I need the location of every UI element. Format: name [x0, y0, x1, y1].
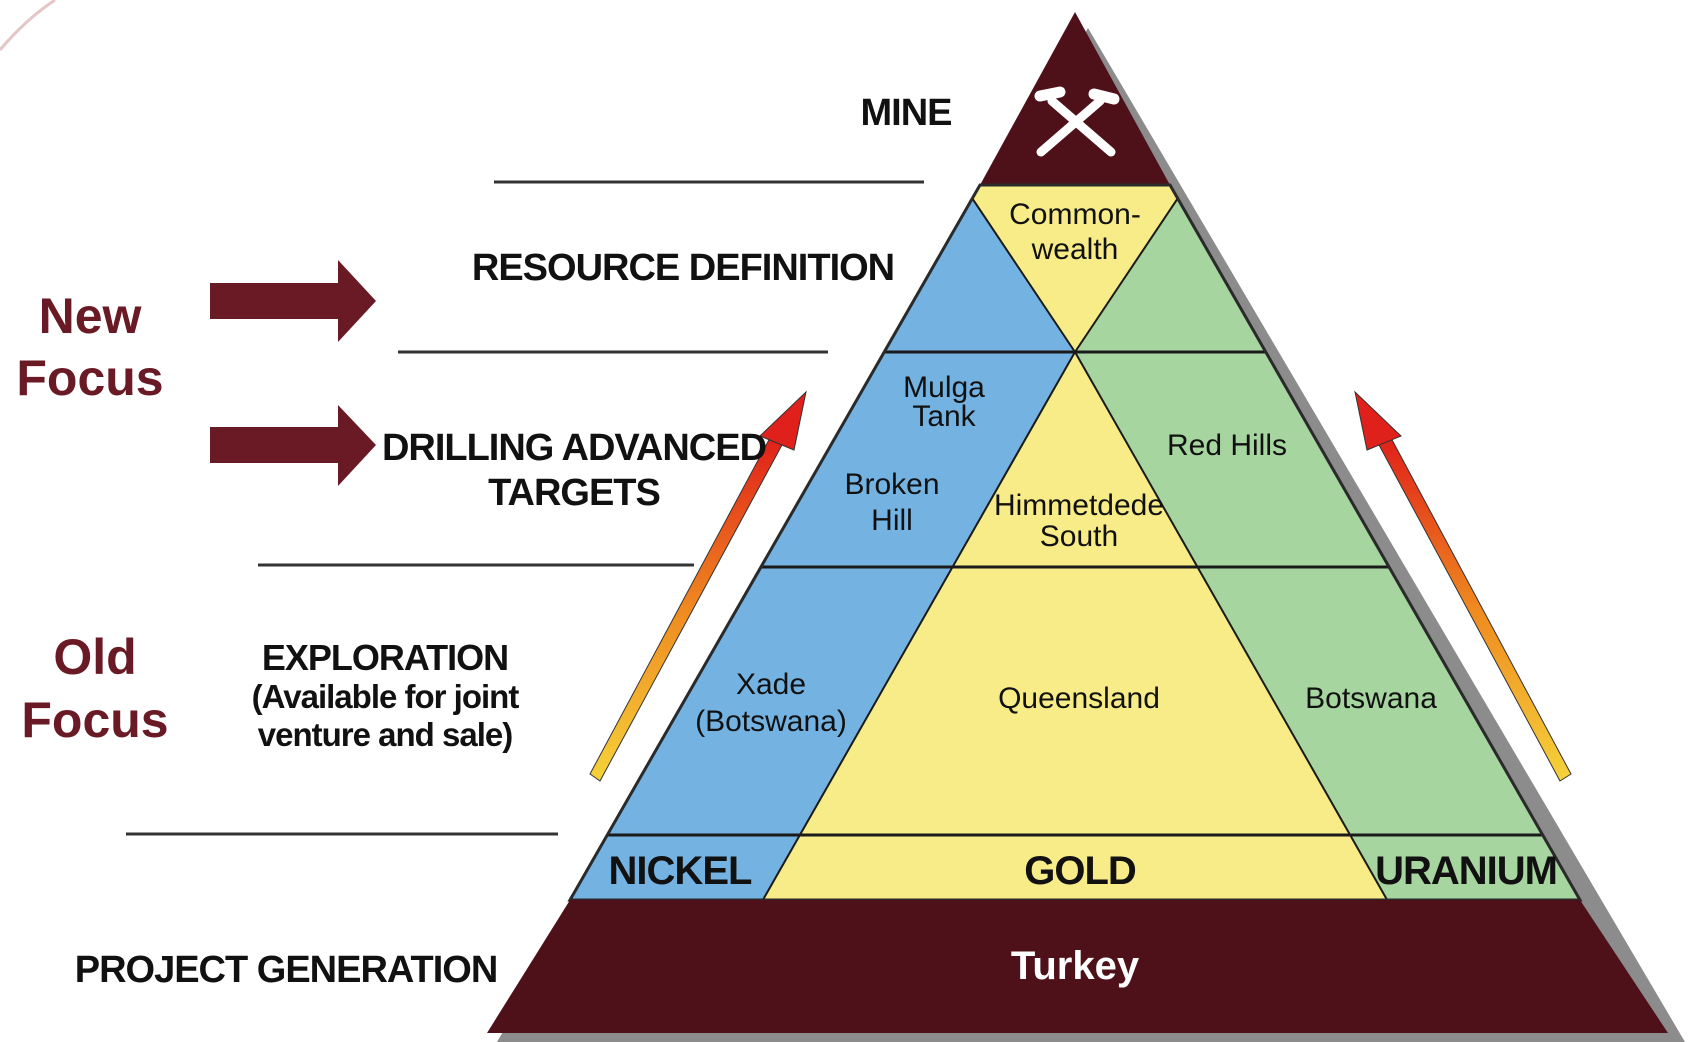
- new-focus-label-line2: Focus: [16, 350, 163, 406]
- new-focus-arrow-upper: [210, 260, 376, 342]
- new-focus-arrow-lower: [210, 405, 376, 486]
- crossed-hammers-icon: [1034, 86, 1120, 157]
- right-progress-arrow: [1354, 390, 1572, 782]
- stage-label-mine: MINE: [861, 92, 952, 134]
- region-himmetdede-line1: Himmetdede: [994, 489, 1164, 522]
- region-queensland: Queensland: [998, 682, 1160, 715]
- stage-label-exploration-line1: EXPLORATION: [262, 637, 508, 678]
- region-commonwealth-line1: Common-: [1009, 198, 1141, 231]
- divider-right-diagonal-lower: [1074, 351, 1391, 900]
- stage-label-exploration-line2: (Available for joint: [252, 678, 520, 715]
- apex-mine-tier: [980, 12, 1170, 185]
- stage-label-resource-definition: RESOURCE DEFINITION: [472, 247, 894, 289]
- region-broken-hill-line1: Broken: [844, 468, 939, 501]
- divider-right-diagonal-upper: [1074, 185, 1191, 353]
- left-progress-arrow: [589, 390, 807, 782]
- stage-label-exploration-line3: venture and sale): [258, 716, 512, 753]
- region-red-hills: Red Hills: [1167, 429, 1287, 462]
- region-xade-line1: Xade: [736, 668, 806, 701]
- region-broken-hill-line2: Hill: [871, 504, 913, 537]
- region-himmetdede-line2: South: [1040, 520, 1118, 553]
- commodity-gold: GOLD: [1024, 849, 1136, 893]
- old-focus-label-line1: Old: [53, 629, 136, 685]
- gold-center-lower: [760, 352, 1390, 900]
- old-focus-label-line2: Focus: [21, 692, 168, 748]
- divider-left-diagonal-upper: [959, 185, 1076, 353]
- base-turkey: Turkey: [1011, 944, 1140, 988]
- region-xade-line2: (Botswana): [695, 705, 847, 738]
- stage-label-drilling-line1: DRILLING ADVANCED: [382, 427, 766, 469]
- divider-left-diagonal-lower: [759, 351, 1076, 900]
- stage-label-drilling-line2: TARGETS: [488, 472, 660, 514]
- region-commonwealth-line2: wealth: [1031, 233, 1119, 266]
- gold-center-upper: [960, 185, 1190, 352]
- stage-label-project-generation: PROJECT GENERATION: [75, 949, 498, 991]
- commodity-nickel: NICKEL: [609, 849, 752, 893]
- region-mulga-tank-line1: Mulga: [903, 371, 985, 404]
- region-mulga-tank-line2: Tank: [912, 400, 976, 433]
- base-tier: [487, 900, 1668, 1033]
- region-botswana: Botswana: [1305, 682, 1437, 715]
- corner-decoration: [0, 0, 56, 51]
- commodity-uranium: URANIUM: [1375, 849, 1557, 893]
- new-focus-label-line1: New: [39, 288, 142, 344]
